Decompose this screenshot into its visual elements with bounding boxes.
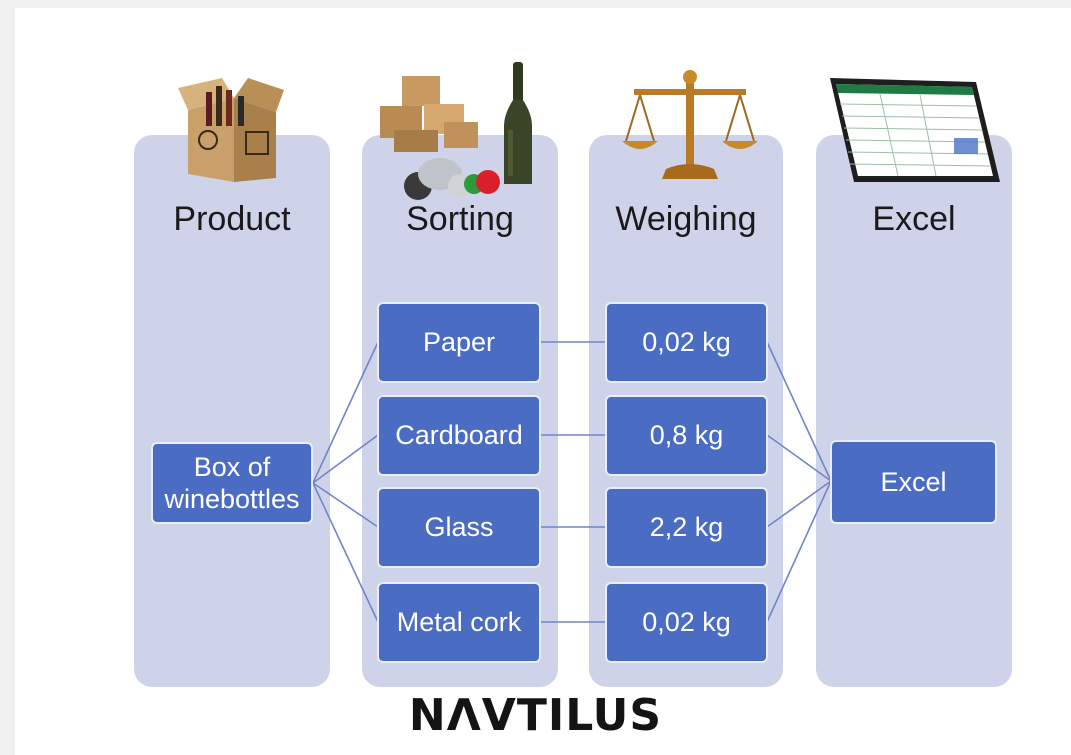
link-weight3-excel xyxy=(766,480,832,528)
node-label: Glass xyxy=(424,512,494,543)
column-title-product: Product xyxy=(173,200,291,238)
link-box-paper xyxy=(312,341,379,484)
node-box-of-winebottles: Box of winebottles xyxy=(151,442,313,524)
column-title-sorting: Sorting xyxy=(406,200,514,238)
node-label: Excel xyxy=(880,466,947,497)
column-product xyxy=(134,135,330,687)
node-glass: Glass xyxy=(377,487,541,568)
link-box-glass xyxy=(312,482,379,528)
node-label: Paper xyxy=(422,327,496,358)
node-weight-paper: 0,02 kg xyxy=(605,302,768,383)
link-weight1-excel xyxy=(766,341,832,482)
column-excel xyxy=(816,135,1012,687)
node-metal-cork: Metal cork xyxy=(377,582,541,663)
wine-bottle-icon xyxy=(504,62,532,184)
node-paper: Paper xyxy=(377,302,541,383)
wine-box-icon xyxy=(178,78,284,182)
node-label: Metal cork xyxy=(396,607,522,638)
link-weight2-excel xyxy=(766,434,832,482)
link-weight4-excel xyxy=(766,480,832,623)
node-label: 2,2 kg xyxy=(649,512,724,543)
node-weight-glass: 2,2 kg xyxy=(605,487,768,568)
link-box-metalcork xyxy=(312,482,379,623)
node-excel: Excel xyxy=(830,440,997,524)
node-weight-metal-cork: 0,02 kg xyxy=(605,582,768,663)
node-label: Cardboard xyxy=(395,420,523,451)
balance-scale-icon xyxy=(622,70,758,179)
spreadsheet-laptop-icon xyxy=(830,78,1000,182)
node-label: 0,02 kg xyxy=(642,327,731,358)
column-title-weighing: Weighing xyxy=(615,200,757,238)
node-cardboard: Cardboard xyxy=(377,395,541,476)
cardboard-boxes-icon xyxy=(380,76,478,152)
node-box-label: Box of winebottles xyxy=(164,451,300,514)
bottle-caps-icon xyxy=(404,158,500,200)
node-weight-cardboard: 0,8 kg xyxy=(605,395,768,476)
node-label: 0,02 kg xyxy=(642,607,731,638)
navtilus-logo: NΛVTILUS xyxy=(408,690,663,741)
column-title-excel: Excel xyxy=(872,200,956,238)
link-box-cardboard xyxy=(312,434,379,484)
node-label: 0,8 kg xyxy=(649,420,724,451)
